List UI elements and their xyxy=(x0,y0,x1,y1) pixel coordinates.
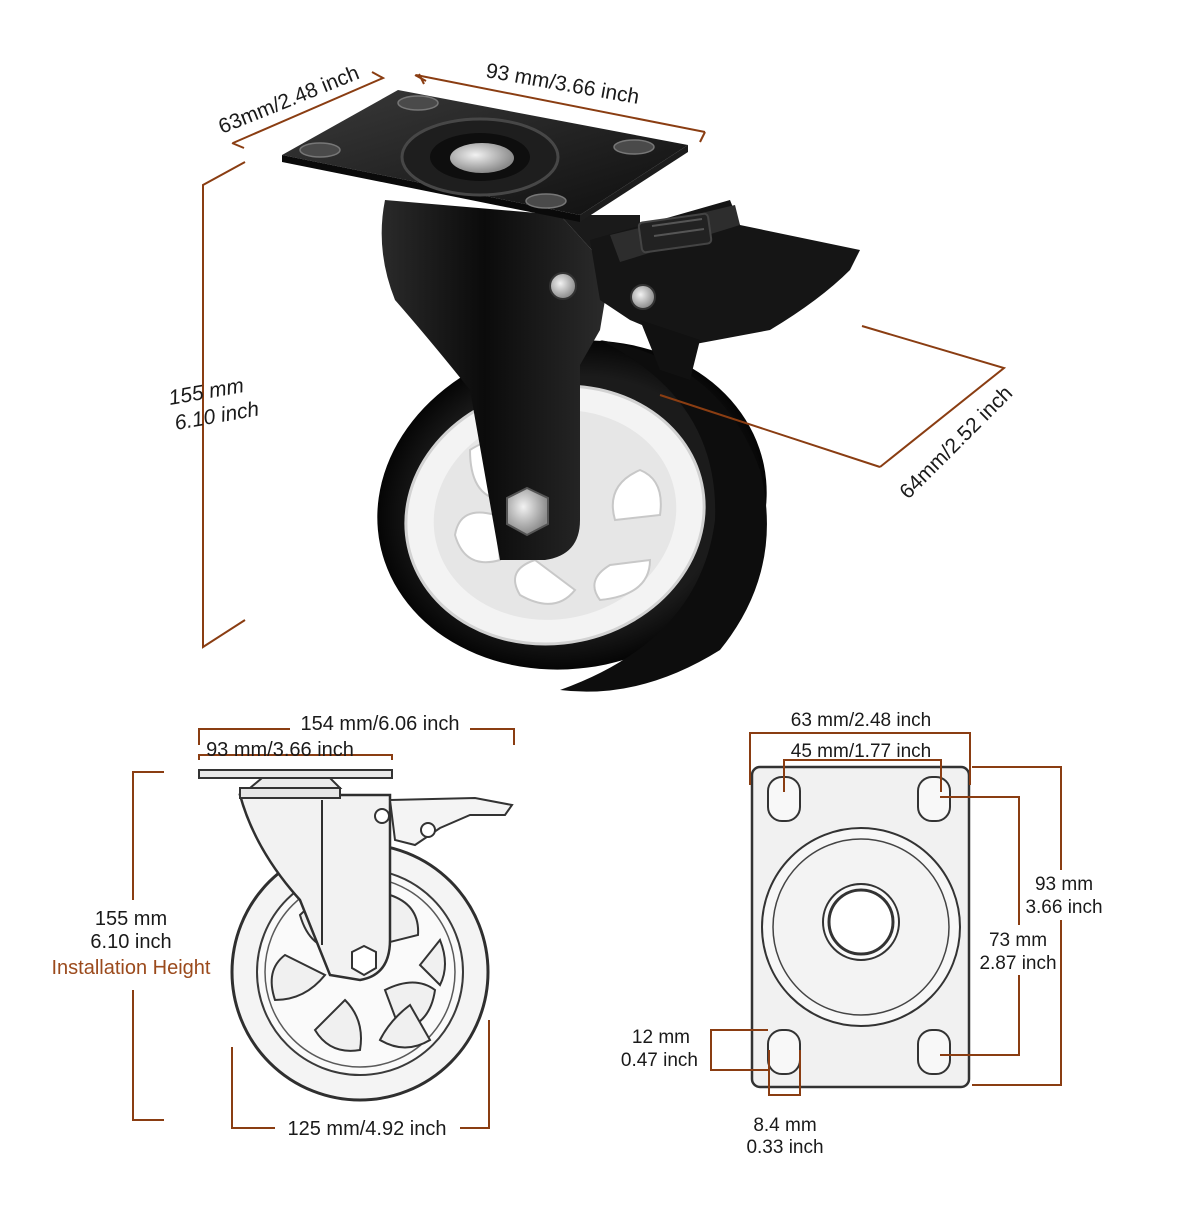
wheel-width-label: 64mm/2.52 inch xyxy=(895,382,1017,504)
caster-side-view xyxy=(198,769,514,1102)
wheel-spokes xyxy=(453,440,662,605)
hole-spacing-length-inch-label: 2.87 inch xyxy=(979,953,1056,974)
wheel-diameter-label: 125 mm/4.92 inch xyxy=(288,1118,447,1140)
slot-length-inch-label: 0.47 inch xyxy=(621,1050,698,1071)
side-height-mm-label: 155 mm xyxy=(95,908,167,930)
top-dimension-lines xyxy=(202,71,1007,649)
plate-width-top-label: 63 mm/2.48 inch xyxy=(791,710,931,731)
brake-lever xyxy=(590,200,860,380)
side-height-inch-label: 6.10 inch xyxy=(90,931,171,953)
slot-bottom-left xyxy=(767,1029,801,1075)
side-rivet xyxy=(374,808,390,824)
slot-bottom-right xyxy=(917,1029,951,1075)
mounting-plate-top-view xyxy=(750,765,971,1089)
rivet-right xyxy=(630,284,656,310)
hole-spacing-length-mm-label: 73 mm xyxy=(989,930,1047,951)
rivet-left xyxy=(549,272,577,300)
slot-top-right xyxy=(917,776,951,822)
tire-front-band xyxy=(560,340,767,692)
axle-bolt xyxy=(506,486,549,537)
side-axle-bolt xyxy=(351,944,377,977)
mounting-plate-3d xyxy=(282,90,688,222)
side-plate-length-label: 93 mm/3.66 inch xyxy=(206,739,354,761)
side-dimension-labels: 154 mm/6.06 inch 93 mm/3.66 inch 155 mm … xyxy=(52,713,460,1140)
plate-length-mm-label: 93 mm xyxy=(1035,874,1093,895)
plate-width-label: 93 mm/3.66 inch xyxy=(484,59,641,109)
hole-spacing-width-label: 45 mm/1.77 inch xyxy=(791,741,931,762)
caster-3d-illustration xyxy=(282,90,860,692)
side-dimension-lines xyxy=(132,728,515,1129)
plate-dimension-lines xyxy=(710,732,1062,1096)
side-plate xyxy=(198,769,393,779)
overall-length-label: 154 mm/6.06 inch xyxy=(301,713,460,735)
plate-center-hole xyxy=(827,888,895,956)
slot-width-inch-label: 0.33 inch xyxy=(746,1137,823,1158)
plate-slots xyxy=(767,776,951,1075)
slot-width-mm-label: 8.4 mm xyxy=(753,1115,816,1136)
side-brake xyxy=(388,796,514,847)
slot-length-mm-label: 12 mm xyxy=(632,1027,690,1048)
side-fork xyxy=(238,793,392,982)
plate-length-inch-label: 3.66 inch xyxy=(1025,897,1102,918)
installation-height-label: Installation Height xyxy=(52,957,211,979)
plate-dimension-labels: 63 mm/2.48 inch 45 mm/1.77 inch 93 mm 3.… xyxy=(621,710,1103,1158)
